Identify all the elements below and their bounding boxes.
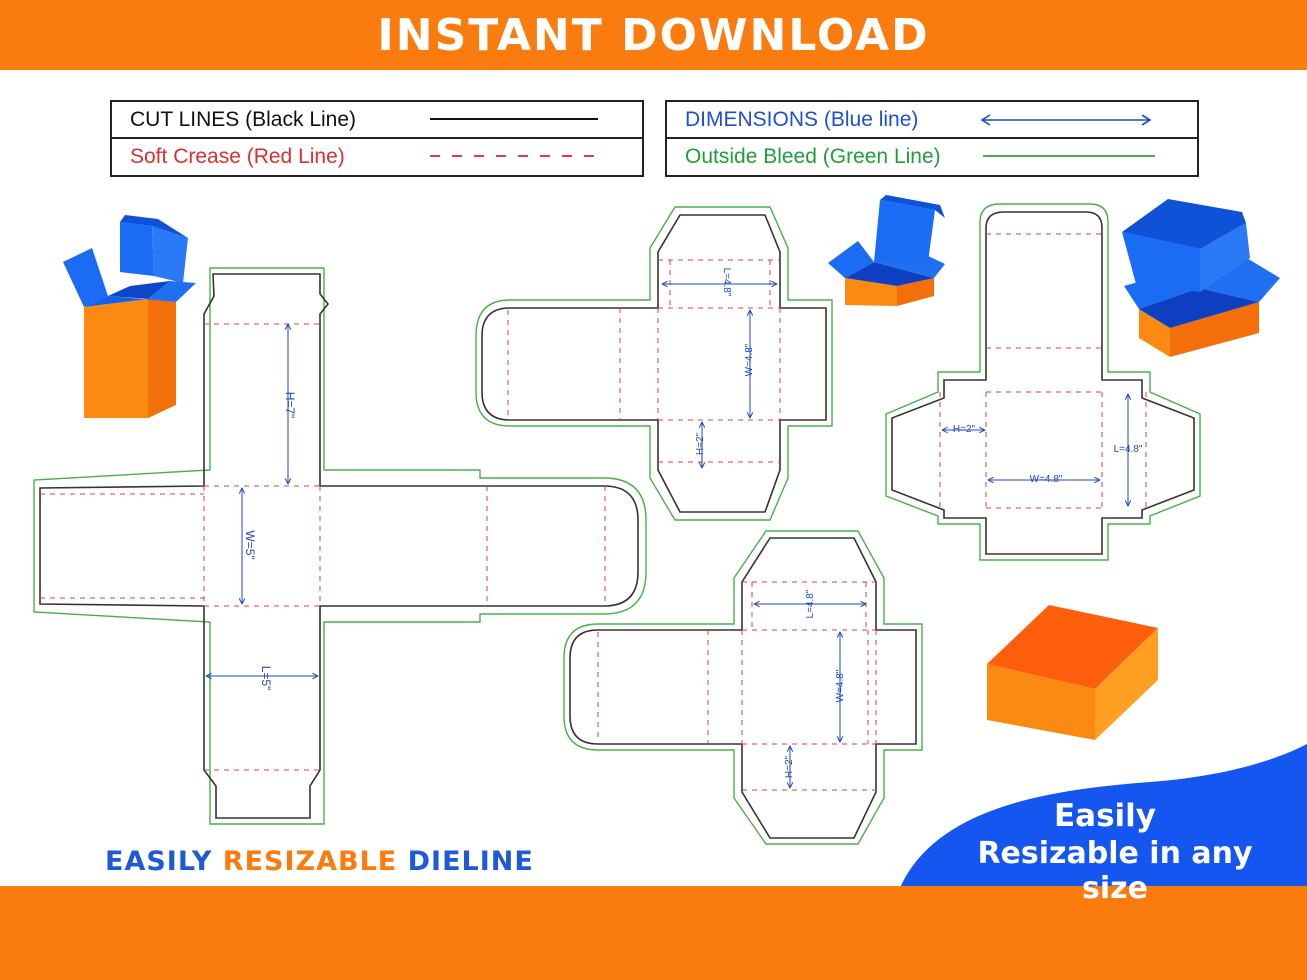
dim-right-length: L=4.8" — [1114, 444, 1143, 455]
dim-topmid-height: H=2" — [695, 432, 706, 455]
dieline-bottom-middle — [563, 530, 923, 845]
dim-botmid-width: W=4.8" — [835, 669, 846, 702]
open-box-illustration-right — [1122, 199, 1280, 357]
dim-botmid-height: H=2" — [784, 755, 795, 778]
bottom-band — [0, 886, 1307, 980]
promo-line-1: Easily — [1053, 798, 1156, 834]
dim-topmid-length: L=4.8" — [721, 268, 732, 297]
legend-cut-label: CUT LINES (Black Line) — [130, 108, 357, 131]
bleed-line-sample — [983, 155, 1155, 157]
dim-right-width: W=4.8" — [1030, 474, 1063, 485]
legend-dimension-bleed: DIMENSIONS (Blue line) Outside Bleed (Gr… — [665, 100, 1199, 177]
top-banner: INSTANT DOWNLOAD — [0, 0, 1307, 70]
legend-crease-label: Soft Crease (Red Line) — [130, 145, 345, 168]
tagline-dieline: DIELINE — [407, 846, 534, 877]
dieline-top-middle — [475, 206, 833, 521]
dim-large-width: W=5" — [243, 530, 257, 559]
promo-wave — [900, 744, 1307, 888]
legend-row-cut: CUT LINES (Black Line) — [112, 102, 642, 138]
dim-botmid-length: L=4.8" — [805, 589, 816, 618]
tagline-easily: EASILY — [105, 846, 213, 877]
legend-row-dimension: DIMENSIONS (Blue line) — [667, 102, 1197, 138]
tagline-resizable: RESIZABLE — [222, 846, 398, 877]
legend-row-bleed: Outside Bleed (Green Line) — [667, 139, 1197, 175]
legend-cut-crease: CUT LINES (Black Line) Soft Crease (Red … — [110, 100, 644, 177]
tagline: EASILY RESIZABLE DIELINE — [105, 846, 534, 877]
legend-dimension-label: DIMENSIONS (Blue line) — [685, 108, 919, 131]
tall-box-illustration — [63, 215, 196, 418]
closed-box-illustration — [987, 605, 1158, 740]
dimension-arrow-sample — [980, 114, 1152, 126]
dim-right-height: H=2" — [953, 424, 976, 435]
banner-title: INSTANT DOWNLOAD — [377, 9, 930, 61]
legend-bleed-label: Outside Bleed (Green Line) — [685, 145, 941, 168]
small-open-box-illustration — [828, 195, 945, 306]
legend-row-crease: Soft Crease (Red Line) — [112, 139, 642, 175]
legend-divider — [667, 137, 1197, 139]
dieline-right — [885, 203, 1201, 561]
promo-line-2: Resizable in any size — [977, 836, 1253, 906]
dim-large-height: H=7" — [283, 392, 297, 419]
cut-line-sample — [430, 118, 598, 120]
dim-topmid-width: W=4.8" — [744, 343, 755, 376]
dieline-large — [33, 267, 647, 825]
crease-line-sample — [430, 155, 598, 157]
dim-large-length: L=5" — [259, 666, 273, 691]
legend-divider — [112, 137, 642, 139]
